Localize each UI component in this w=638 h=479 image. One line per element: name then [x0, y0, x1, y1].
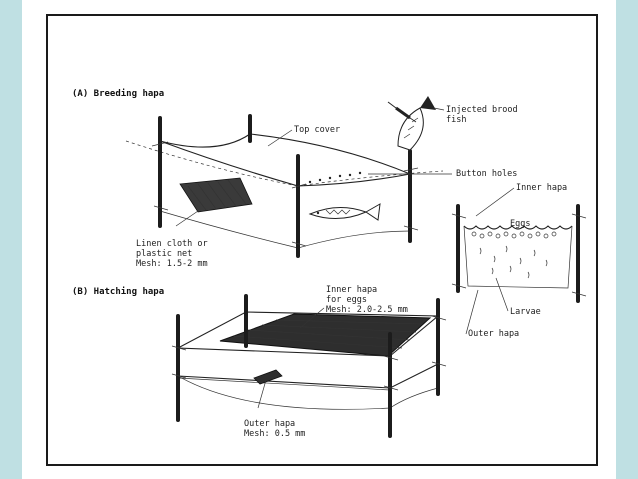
label-outer-hapa-line2: Mesh: 0.5 mm	[244, 429, 305, 439]
label-larvae: Larvae	[510, 307, 541, 317]
label-eggs: Eggs	[510, 219, 530, 229]
fish-icon	[308, 203, 381, 221]
label-inner-hapa-line1: Inner hapa	[326, 285, 377, 295]
section-a-title: (A) Breeding hapa	[72, 88, 164, 99]
label-injected-brood-line1: Injected brood	[446, 105, 518, 115]
figure-frame: (A) Breeding hapa	[46, 14, 598, 466]
label-outer-hapa-line1: Outer hapa	[244, 419, 295, 429]
syringe-icon	[387, 101, 417, 123]
label-top-cover: Top cover	[294, 125, 340, 135]
button-holes	[308, 171, 362, 184]
linen-mesh-patch	[175, 177, 253, 227]
hapa-diagram: (A) Breeding hapa	[72, 88, 587, 439]
label-inner-hapa-line3: Mesh: 2.0-2.5 mm	[326, 305, 408, 315]
label-linen-line1: Linen cloth or	[136, 239, 208, 249]
section-b-title: (B) Hatching hapa	[72, 286, 164, 297]
injected-brood-fish-icon	[397, 96, 436, 151]
label-inner-hapa-line2: for eggs	[326, 295, 367, 305]
hatching-hapa	[175, 311, 440, 410]
breeding-hapa-net	[125, 133, 444, 249]
label-inner-hapa-detail: Inner hapa	[516, 183, 567, 193]
label-injected-brood-line2: fish	[446, 115, 466, 125]
eggs-icon	[471, 231, 557, 239]
label-linen-line2: plastic net	[136, 249, 192, 259]
detail-hapa-cross-section	[451, 204, 587, 303]
label-outer-hapa-detail: Outer hapa	[468, 329, 519, 339]
larvae-icon	[479, 245, 548, 279]
label-linen-line3: Mesh: 1.5-2 mm	[136, 259, 208, 269]
label-button-holes: Button holes	[456, 169, 517, 179]
